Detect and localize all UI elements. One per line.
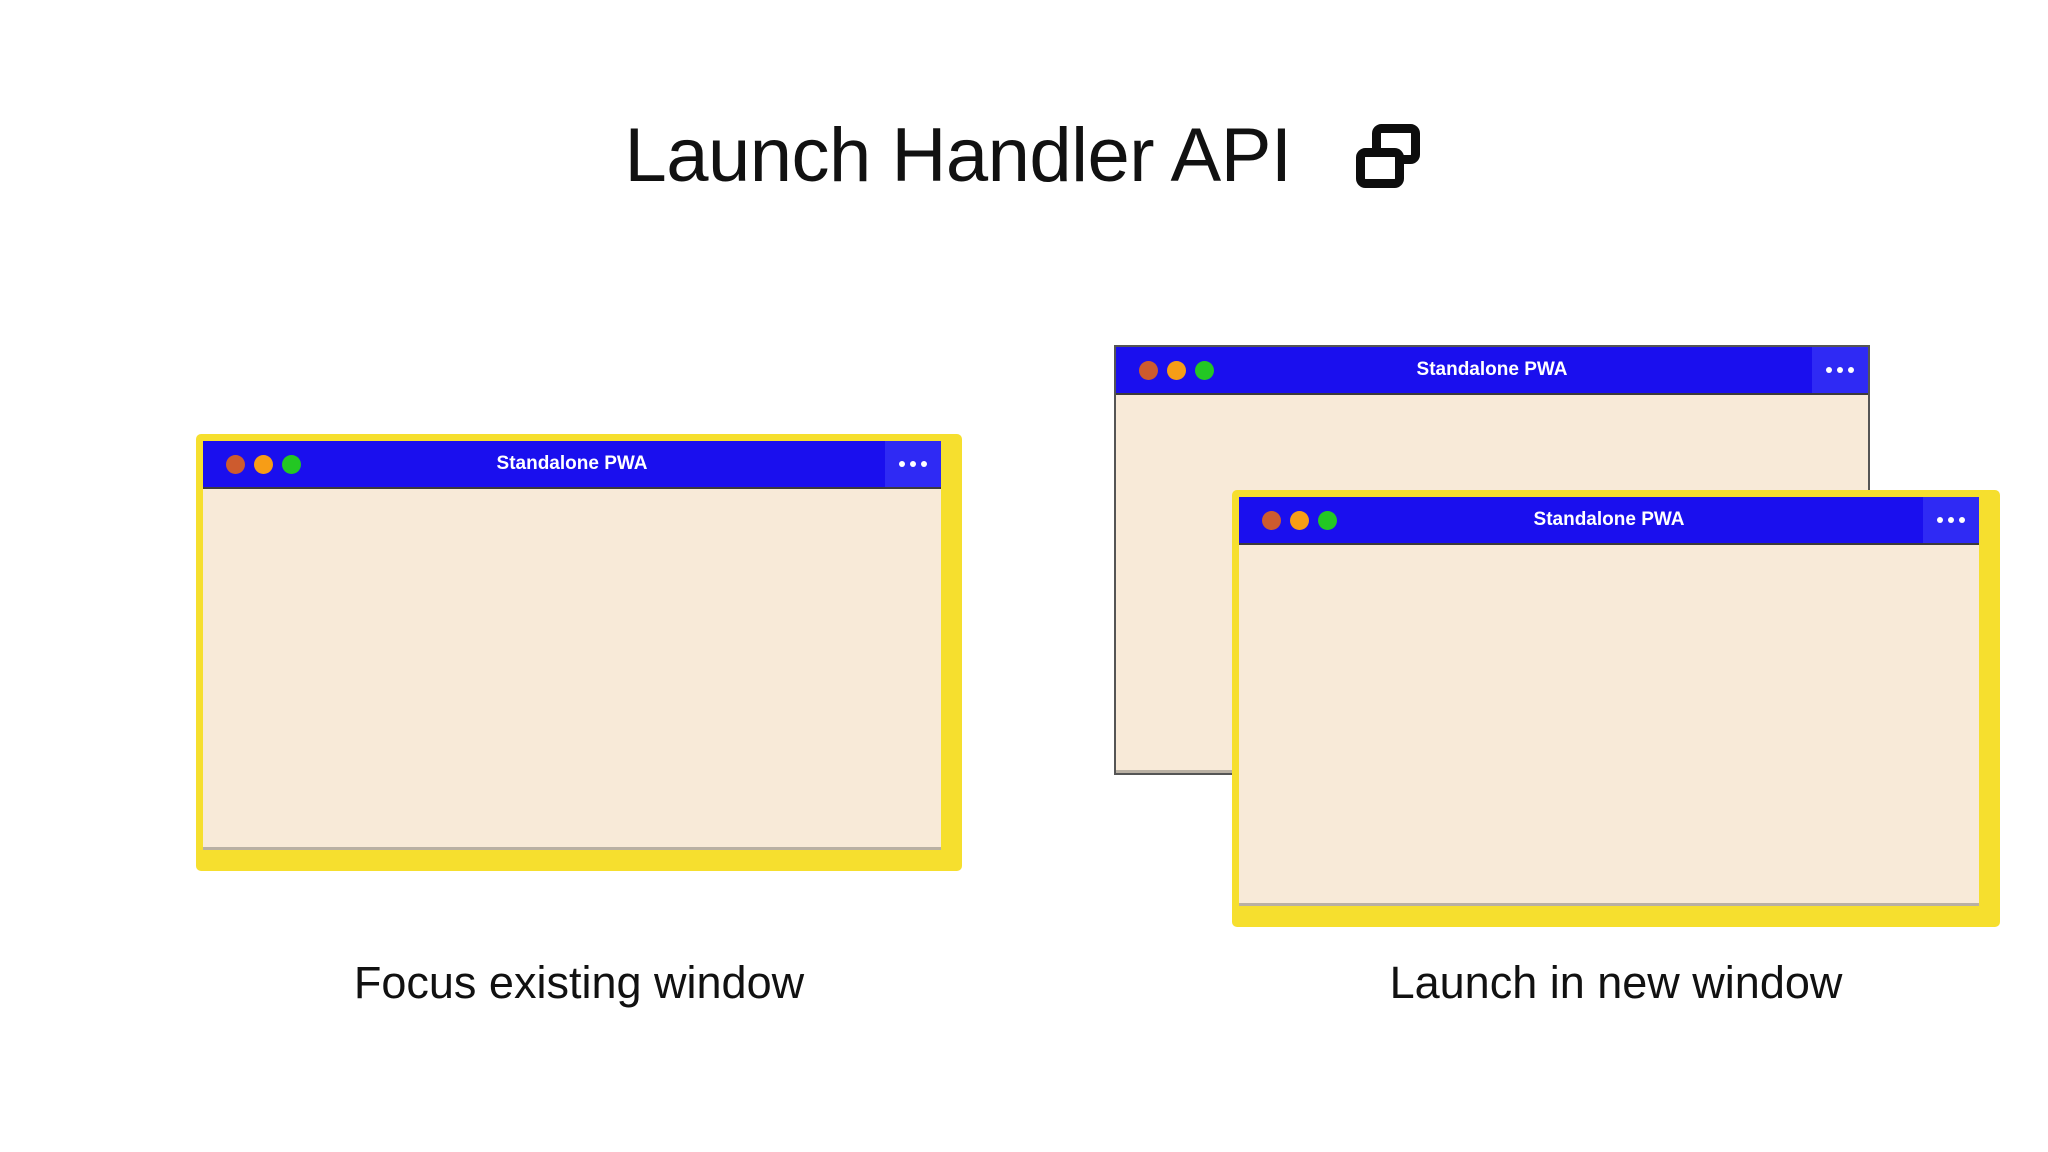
overflow-menu-button[interactable] bbox=[885, 441, 941, 487]
close-dot[interactable] bbox=[1139, 360, 1158, 380]
menu-dot-3 bbox=[1959, 517, 1965, 523]
window-title: Standalone PWA bbox=[496, 453, 648, 474]
caption-focus-existing: Focus existing window bbox=[353, 957, 805, 1008]
window-content-area[interactable] bbox=[1239, 545, 1979, 906]
traffic-light-controls[interactable] bbox=[226, 454, 301, 474]
menu-dot-2 bbox=[1948, 517, 1954, 523]
window-titlebar[interactable]: Standalone PWA bbox=[203, 441, 941, 489]
menu-dot-1 bbox=[1826, 367, 1832, 373]
pwa-window-launch-new-front[interactable]: Standalone PWA bbox=[1232, 490, 2000, 927]
page-title: Launch Handler API bbox=[624, 113, 1292, 198]
minimize-dot[interactable] bbox=[1167, 360, 1186, 380]
window-frame: Standalone PWA bbox=[1239, 497, 1979, 906]
overflow-menu-button[interactable] bbox=[1923, 497, 1979, 543]
menu-dot-3 bbox=[921, 461, 927, 467]
minimize-dot[interactable] bbox=[254, 454, 273, 474]
close-dot[interactable] bbox=[226, 454, 245, 474]
traffic-light-controls[interactable] bbox=[1262, 510, 1337, 530]
window-title: Standalone PWA bbox=[1416, 359, 1568, 380]
window-titlebar[interactable]: Standalone PWA bbox=[1116, 347, 1868, 395]
traffic-light-controls[interactable] bbox=[1139, 360, 1214, 380]
pwa-window-focus-existing[interactable]: Standalone PWA bbox=[196, 434, 962, 871]
menu-dot-3 bbox=[1848, 367, 1854, 373]
minimize-dot[interactable] bbox=[1290, 510, 1309, 530]
window-frame: Standalone PWA bbox=[203, 441, 941, 850]
caption-launch-new: Launch in new window bbox=[1389, 957, 1843, 1008]
maximize-dot[interactable] bbox=[282, 454, 301, 474]
menu-dot-1 bbox=[1937, 517, 1943, 523]
close-dot[interactable] bbox=[1262, 510, 1281, 530]
multi-window-icon bbox=[1352, 120, 1424, 192]
overflow-menu-button[interactable] bbox=[1812, 347, 1868, 393]
menu-dot-2 bbox=[1837, 367, 1843, 373]
menu-dot-1 bbox=[899, 461, 905, 467]
window-content-area[interactable] bbox=[203, 489, 941, 850]
page-header: Launch Handler API bbox=[0, 118, 2048, 194]
window-titlebar[interactable]: Standalone PWA bbox=[1239, 497, 1979, 545]
window-title: Standalone PWA bbox=[1533, 509, 1685, 530]
maximize-dot[interactable] bbox=[1318, 510, 1337, 530]
maximize-dot[interactable] bbox=[1195, 360, 1214, 380]
menu-dot-2 bbox=[910, 461, 916, 467]
